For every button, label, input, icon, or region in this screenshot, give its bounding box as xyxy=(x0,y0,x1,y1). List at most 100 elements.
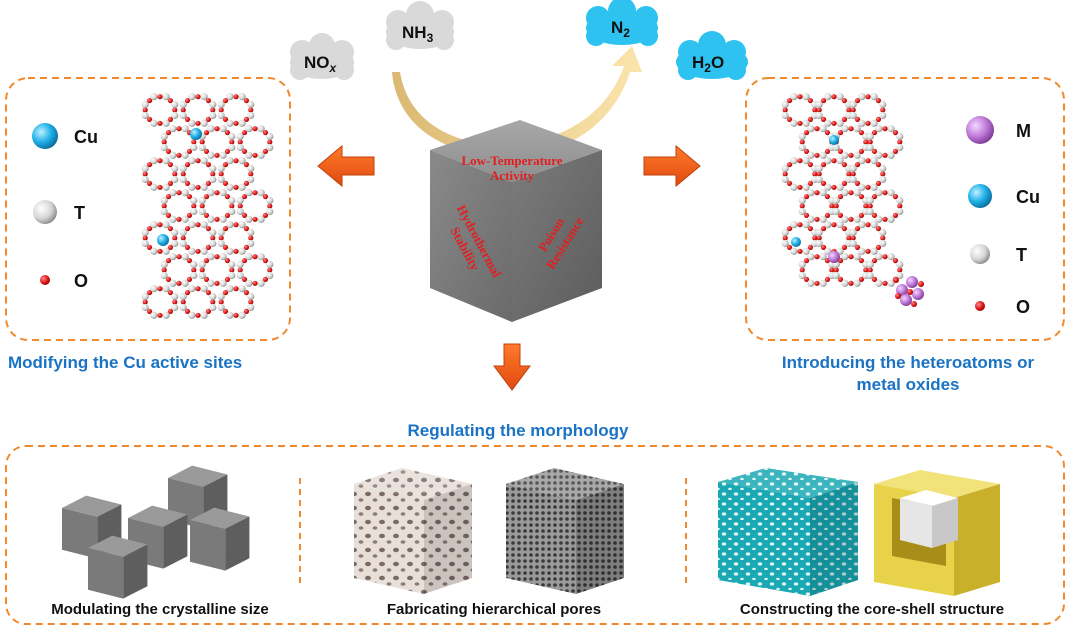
t-atom xyxy=(219,253,227,261)
o-atom xyxy=(248,299,254,305)
o-atom xyxy=(858,257,865,264)
o-atom xyxy=(180,235,186,241)
t-atom xyxy=(198,260,206,269)
t-atom xyxy=(190,207,198,216)
o-atom xyxy=(161,203,167,209)
o-atom xyxy=(248,171,254,177)
t-atom xyxy=(824,119,832,127)
o-atom xyxy=(205,161,212,168)
o-atom xyxy=(816,171,822,177)
t-atom xyxy=(200,93,208,101)
o-atom xyxy=(237,267,243,273)
t-atom xyxy=(209,175,217,184)
o-atom xyxy=(218,235,224,241)
t-atom xyxy=(866,260,874,269)
t-atom xyxy=(824,93,832,101)
o-atom xyxy=(172,171,178,177)
down-arrow xyxy=(493,343,531,391)
o-atom xyxy=(243,244,250,251)
o-atom xyxy=(807,225,814,232)
o-atom xyxy=(882,152,888,158)
t-atom xyxy=(266,132,274,141)
t-atom xyxy=(198,143,206,152)
t-atom xyxy=(160,196,168,205)
o-atom xyxy=(241,212,248,219)
t-atom xyxy=(798,132,806,141)
o-atom xyxy=(803,129,810,136)
o-atom xyxy=(195,184,201,190)
t-atom xyxy=(207,125,215,133)
o-atom xyxy=(865,248,871,254)
t-atom xyxy=(217,111,225,120)
t-atom xyxy=(887,215,895,223)
o-atom xyxy=(814,254,820,260)
o-atom xyxy=(831,222,837,228)
t-atom xyxy=(896,207,904,216)
t-atom xyxy=(896,132,904,141)
o-atom xyxy=(803,276,810,283)
o-atom xyxy=(820,180,827,187)
o-atom xyxy=(205,116,212,123)
t-atom xyxy=(247,292,255,301)
t-atom xyxy=(236,196,244,205)
o-atom xyxy=(892,257,899,264)
o-atom xyxy=(897,139,903,145)
o-atom xyxy=(854,161,861,168)
small-cube xyxy=(190,507,250,571)
o-atom xyxy=(205,180,212,187)
t-atom xyxy=(190,143,198,152)
t-atom xyxy=(853,279,861,287)
o-atom xyxy=(807,116,814,123)
o-atom xyxy=(820,225,827,232)
o-atom xyxy=(820,161,827,168)
o-atom xyxy=(871,148,878,155)
t-atom xyxy=(150,247,158,255)
t-atom xyxy=(209,164,217,173)
t-atom xyxy=(160,260,168,269)
t-atom xyxy=(875,279,883,287)
t-atom xyxy=(781,111,789,120)
t-atom xyxy=(217,175,225,184)
o-atom xyxy=(186,257,193,264)
t-atom xyxy=(228,132,236,141)
o-atom xyxy=(222,244,229,251)
t-atom xyxy=(226,93,234,101)
o-atom xyxy=(176,254,182,260)
t-atom xyxy=(209,100,217,109)
o-atom xyxy=(195,312,201,318)
t-atom xyxy=(849,175,857,184)
t-atom xyxy=(853,125,861,133)
t-atom xyxy=(171,228,179,237)
o-atom xyxy=(803,193,810,200)
o-atom xyxy=(267,267,273,273)
t-atom xyxy=(181,189,189,197)
center-cube: Low-Temperature Activity Hydrothermal St… xyxy=(430,120,602,322)
o-atom xyxy=(167,161,174,168)
t-atom xyxy=(228,143,236,152)
t-atom xyxy=(219,125,227,133)
h2o-cloud: H2O xyxy=(676,31,748,80)
o-atom xyxy=(875,180,882,187)
o-atom xyxy=(841,244,848,251)
t-atom xyxy=(162,183,170,191)
o-atom xyxy=(184,244,191,251)
o-atom xyxy=(222,116,229,123)
t-atom xyxy=(870,93,878,101)
o-atom xyxy=(243,116,250,123)
t-atom xyxy=(226,221,234,229)
left-panel-caption: Modifying the Cu active sites xyxy=(8,353,242,372)
o-atom xyxy=(786,225,793,232)
o-atom xyxy=(146,97,153,104)
t-atom xyxy=(150,183,158,191)
o-atom xyxy=(880,171,886,177)
o-atom xyxy=(848,216,854,222)
t-atom xyxy=(836,183,844,191)
t-atom xyxy=(870,119,878,127)
t-atom xyxy=(190,196,198,205)
o-atom xyxy=(875,225,882,232)
t-atom xyxy=(819,189,827,197)
t-atom xyxy=(879,239,887,248)
t-atom xyxy=(169,189,177,197)
o-atom xyxy=(210,107,216,113)
t-atom xyxy=(200,157,208,165)
